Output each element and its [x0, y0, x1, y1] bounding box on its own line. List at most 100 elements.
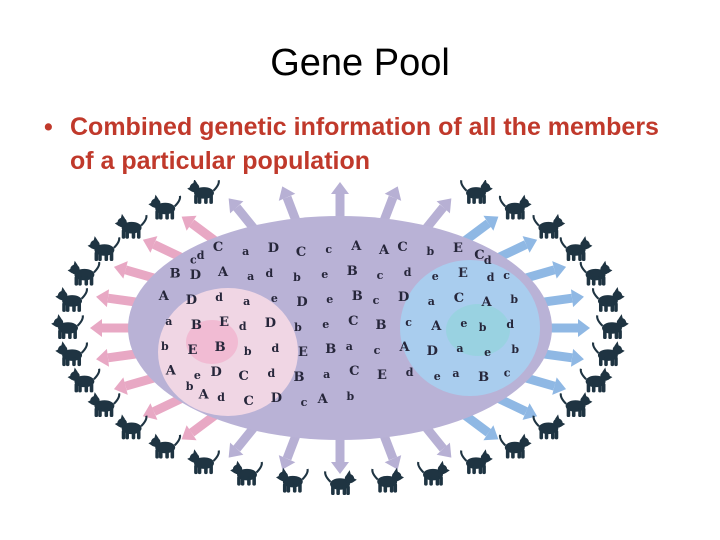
- allele-letter: b: [510, 293, 518, 306]
- allele-letter: e: [321, 268, 328, 281]
- allele-letter: d: [266, 267, 274, 280]
- arrow-head: [570, 348, 584, 367]
- allele-letter: A: [317, 392, 329, 407]
- allele-letter: a: [452, 367, 459, 380]
- dog-icon: [559, 236, 593, 262]
- bullet-marker: •: [44, 113, 53, 141]
- dog-icon: [230, 460, 263, 487]
- left-cluster-core: [186, 320, 238, 364]
- allele-letter: e: [194, 369, 201, 382]
- allele-letter: b: [346, 390, 354, 403]
- arrow-head: [278, 186, 296, 201]
- dog-icon: [371, 467, 405, 494]
- arrow-head: [142, 236, 158, 253]
- arrow-head: [522, 236, 538, 253]
- allele-letter: E: [453, 241, 463, 256]
- dog-icon: [592, 341, 625, 367]
- allele-letter: d: [404, 266, 412, 279]
- allele-letter: D: [398, 290, 409, 305]
- allele-letter: d: [272, 342, 280, 355]
- dog-icon: [498, 194, 532, 221]
- allele-letter: B: [325, 342, 336, 357]
- allele-letter: b: [161, 340, 169, 353]
- allele-letter: c: [503, 269, 510, 282]
- allele-letter: a: [346, 340, 353, 353]
- allele-letter: b: [479, 321, 487, 334]
- arrow-head: [228, 198, 244, 214]
- dog-icon: [148, 433, 182, 460]
- allele-letter: C: [239, 369, 249, 384]
- allele-letter: c: [377, 269, 384, 282]
- arrow-head: [113, 377, 128, 395]
- allele-letter: E: [219, 315, 229, 330]
- allele-letter: c: [405, 316, 412, 329]
- allele-letter: d: [487, 271, 495, 284]
- arrow-head: [552, 377, 567, 395]
- allele-letter: e: [326, 293, 333, 306]
- dog-icon: [592, 287, 625, 313]
- arrow-head: [570, 289, 584, 308]
- dog-icon: [498, 433, 532, 460]
- dog-icon: [559, 392, 593, 418]
- arrow-head: [90, 319, 102, 337]
- allele-letter: d: [239, 320, 247, 333]
- allele-letter: A: [430, 319, 442, 334]
- allele-letter: B: [170, 266, 181, 281]
- allele-letter: c: [190, 254, 197, 267]
- allele-letter: D: [296, 295, 307, 310]
- dog-icon: [579, 367, 613, 393]
- allele-letter: C: [213, 240, 223, 255]
- allele-letter: c: [325, 243, 332, 256]
- allele-letter: C: [397, 240, 407, 255]
- allele-letter: D: [265, 316, 276, 331]
- arrow-head: [436, 442, 452, 458]
- arrow-head: [96, 348, 110, 367]
- allele-letter: b: [293, 271, 301, 284]
- dog-icon: [148, 194, 182, 221]
- allele-letter: C: [454, 291, 464, 306]
- allele-letter: b: [426, 245, 434, 258]
- dog-icon: [417, 460, 450, 487]
- dog-icon: [55, 341, 88, 367]
- allele-letter: b: [511, 343, 519, 356]
- arrow-head: [384, 455, 402, 470]
- allele-letter: a: [456, 342, 463, 355]
- allele-letter: d: [197, 249, 205, 262]
- allele-letter: E: [377, 368, 387, 383]
- dog-icon: [460, 449, 493, 475]
- dog-icon: [55, 287, 88, 313]
- arrow-head: [228, 442, 244, 458]
- allele-letter: B: [347, 264, 358, 279]
- allele-letter: a: [165, 315, 172, 328]
- allele-letter: a: [242, 245, 249, 258]
- arrow-head: [436, 198, 452, 214]
- arrow-head: [483, 215, 499, 231]
- dog-icon: [87, 392, 121, 418]
- arrow-head: [181, 215, 197, 231]
- allele-letter: b: [294, 321, 302, 334]
- dog-icon: [51, 314, 84, 340]
- allele-letter: B: [294, 370, 305, 385]
- dog-icon: [67, 260, 101, 287]
- allele-letter: C: [296, 245, 306, 260]
- allele-letter: B: [352, 289, 363, 304]
- allele-letter: e: [271, 292, 278, 305]
- allele-letter: E: [298, 345, 308, 360]
- allele-letter: A: [217, 265, 229, 280]
- allele-letter: B: [215, 340, 226, 355]
- allele-letter: D: [190, 268, 201, 283]
- arrow-head: [483, 425, 499, 441]
- bullet-text: Combined genetic information of all the …: [70, 113, 659, 175]
- allele-letter: A: [399, 340, 411, 355]
- allele-letter: e: [322, 318, 329, 331]
- allele-letter: C: [244, 394, 254, 409]
- allele-letter: A: [198, 388, 210, 403]
- allele-letter: C: [349, 364, 359, 379]
- dog-icon: [324, 470, 357, 496]
- allele-letter: A: [158, 289, 170, 304]
- slide-title: Gene Pool: [270, 42, 450, 84]
- allele-letter: B: [376, 318, 387, 333]
- dog-icon: [114, 414, 148, 440]
- dog-icon: [187, 449, 220, 475]
